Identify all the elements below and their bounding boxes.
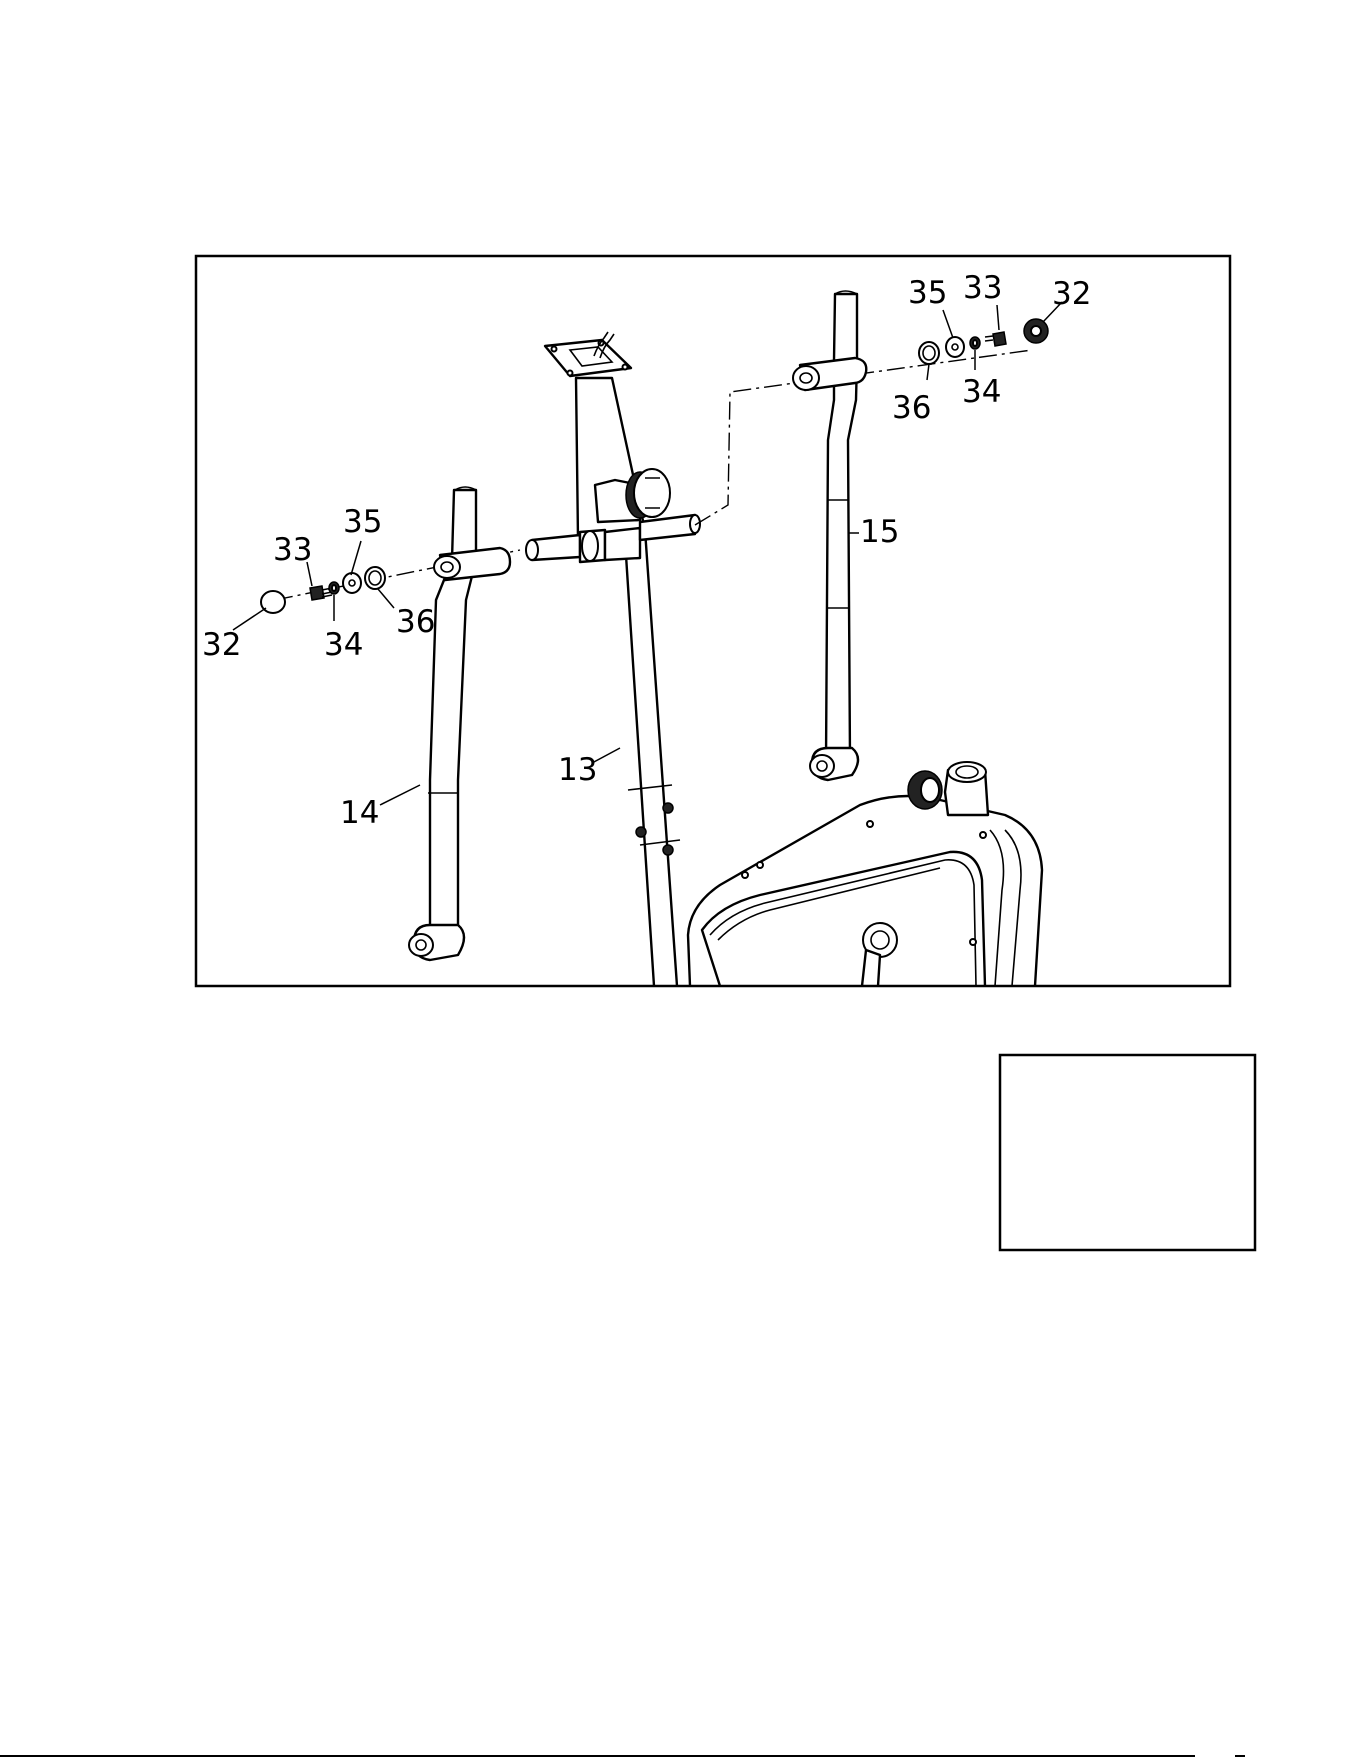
label-34-left: 34: [324, 627, 363, 663]
label-36-left: 36: [396, 604, 435, 640]
label-36-right: 36: [892, 390, 931, 426]
note-box: [1000, 1055, 1255, 1250]
illustration-frame: [196, 256, 1230, 986]
right-handlebar-15: [793, 291, 866, 780]
label-33-right: 33: [963, 270, 1002, 306]
left-handlebar-14: [409, 487, 510, 960]
console-housing: [688, 762, 1042, 986]
label-34-right: 34: [962, 374, 1001, 410]
label-35-left: 35: [343, 504, 382, 540]
left-hardware: [261, 567, 385, 613]
label-14: 14: [340, 795, 379, 831]
label-33-left: 33: [273, 532, 312, 568]
center-mast-13: [545, 332, 680, 986]
label-13: 13: [558, 752, 597, 788]
label-35-right: 35: [908, 275, 947, 311]
label-32-right: 32: [1052, 276, 1091, 312]
label-32-left: 32: [202, 627, 241, 663]
label-15: 15: [860, 514, 899, 550]
